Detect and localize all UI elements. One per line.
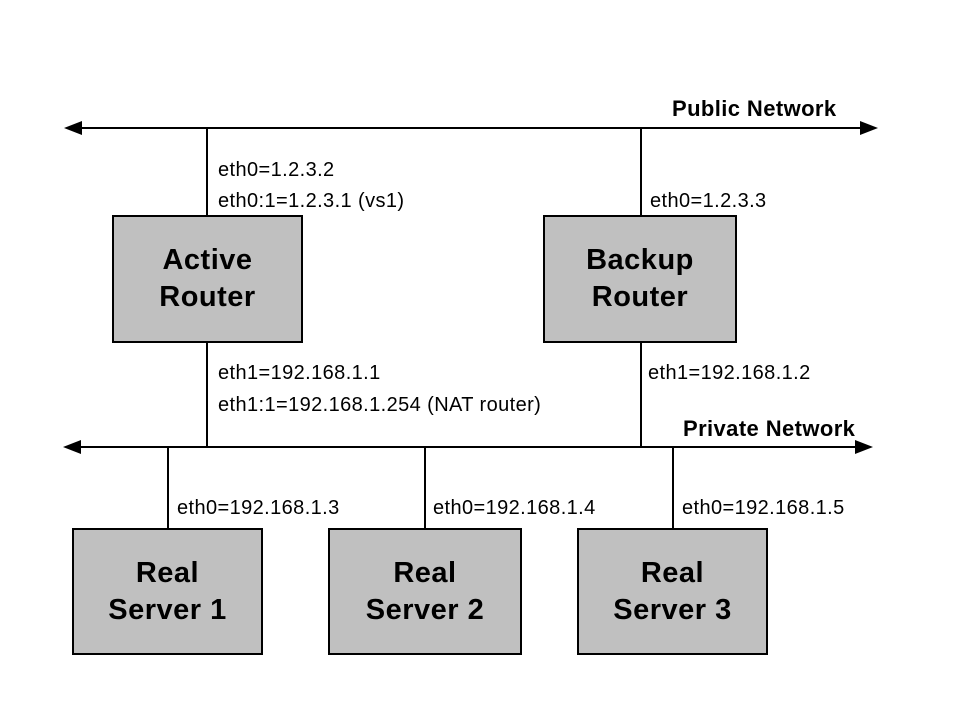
connector-real-server-3 [672, 447, 674, 528]
backup-router-eth0-label: eth0=1.2.3.3 [650, 190, 767, 212]
public-network-label: Public Network [672, 96, 837, 121]
connector-backup-router-private [640, 343, 642, 448]
real-server-2-eth0-label: eth0=192.168.1.4 [433, 497, 596, 519]
connector-real-server-1 [167, 447, 169, 528]
real-server-3-eth0-label: eth0=192.168.1.5 [682, 497, 845, 519]
backup-router-eth1-label: eth1=192.168.1.2 [648, 362, 811, 384]
real-server-1-eth0-label: eth0=192.168.1.3 [177, 497, 340, 519]
real-server-2-node-label: Real Server 2 [365, 556, 485, 626]
active-router-node-label: Active Router [159, 244, 256, 313]
real-server-3-node-label: Real Server 3 [613, 556, 732, 626]
connector-real-server-2 [424, 447, 426, 528]
real-server-1-node: Real Server 1 [72, 528, 263, 655]
private-network-label: Private Network [683, 416, 856, 441]
private-network-right-arrow-icon [855, 440, 873, 454]
private-network-left-arrow-icon [63, 440, 81, 454]
active-router-eth0-label: eth0=1.2.3.2 [218, 159, 335, 181]
backup-router-node-label: Backup Router [586, 244, 694, 313]
private-network-line [67, 446, 857, 448]
backup-router-node: Backup Router [543, 215, 737, 343]
connector-active-router-private [206, 343, 208, 448]
connector-backup-router-public [640, 128, 642, 215]
active-router-eth0-alias-label: eth0:1=1.2.3.1 (vs1) [218, 190, 405, 212]
real-server-3-node: Real Server 3 [577, 528, 768, 655]
real-server-2-node: Real Server 2 [328, 528, 522, 655]
real-server-1-node-label: Real Server 1 [108, 556, 227, 626]
public-network-line [68, 127, 868, 129]
public-network-right-arrow-icon [860, 121, 878, 135]
connector-active-router-public [206, 128, 208, 215]
active-router-eth1-alias-label: eth1:1=192.168.1.254 (NAT router) [218, 394, 542, 416]
active-router-eth1-label: eth1=192.168.1.1 [218, 362, 381, 384]
active-router-node: Active Router [112, 215, 303, 343]
public-network-left-arrow-icon [64, 121, 82, 135]
